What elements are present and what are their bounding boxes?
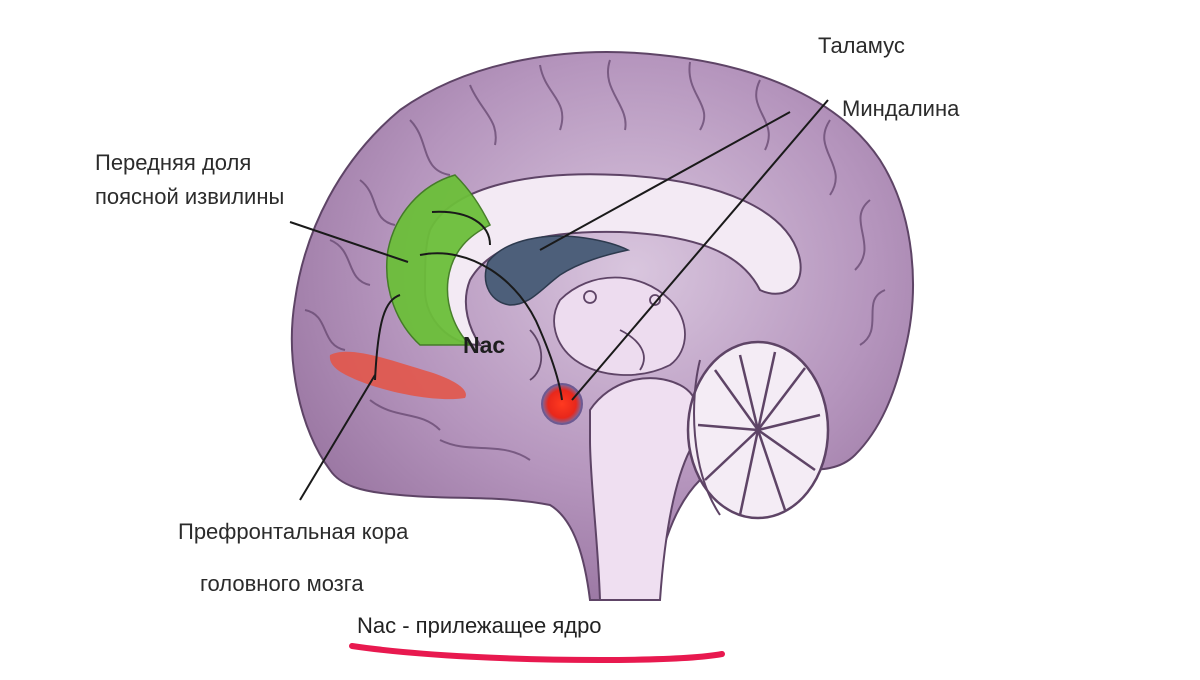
cerebellum [686,340,830,520]
leader-lines [289,99,829,501]
brainstem [589,377,700,601]
label-prefrontal-cortex: Префронтальная кора головного мозга [178,506,408,610]
leader-pfc [299,374,376,501]
leader-acc-curve [431,210,491,246]
prefrontal-region [329,351,466,400]
nac-nucleus [541,383,583,425]
label-thalamus: Таламус [818,33,905,58]
leader-acc [289,221,409,263]
label-acc-line2: поясной извилины [95,184,285,209]
leader-pfc-curve [374,294,401,381]
label-anterior-cingulate: Передняя доля поясной извилины [95,146,284,214]
label-nac: Nac [463,332,506,358]
midbrain-structures [529,276,686,381]
leader-thalamus [539,111,791,251]
label-pfc-line1: Префронтальная кора [178,519,409,544]
label-acc-line1: Передняя доля [95,150,252,175]
label-amygdala: Миндалина [842,96,960,121]
caption-underline [349,643,725,664]
leader-nac-curve [419,252,563,401]
thalamus-region [484,235,631,306]
leader-amygdala [571,99,829,401]
anterior-cingulate-region [386,174,492,346]
gyri [304,59,886,461]
label-pfc-line2: головного мозга [200,571,364,596]
caption: Nac - прилежащее ядро [357,613,602,638]
